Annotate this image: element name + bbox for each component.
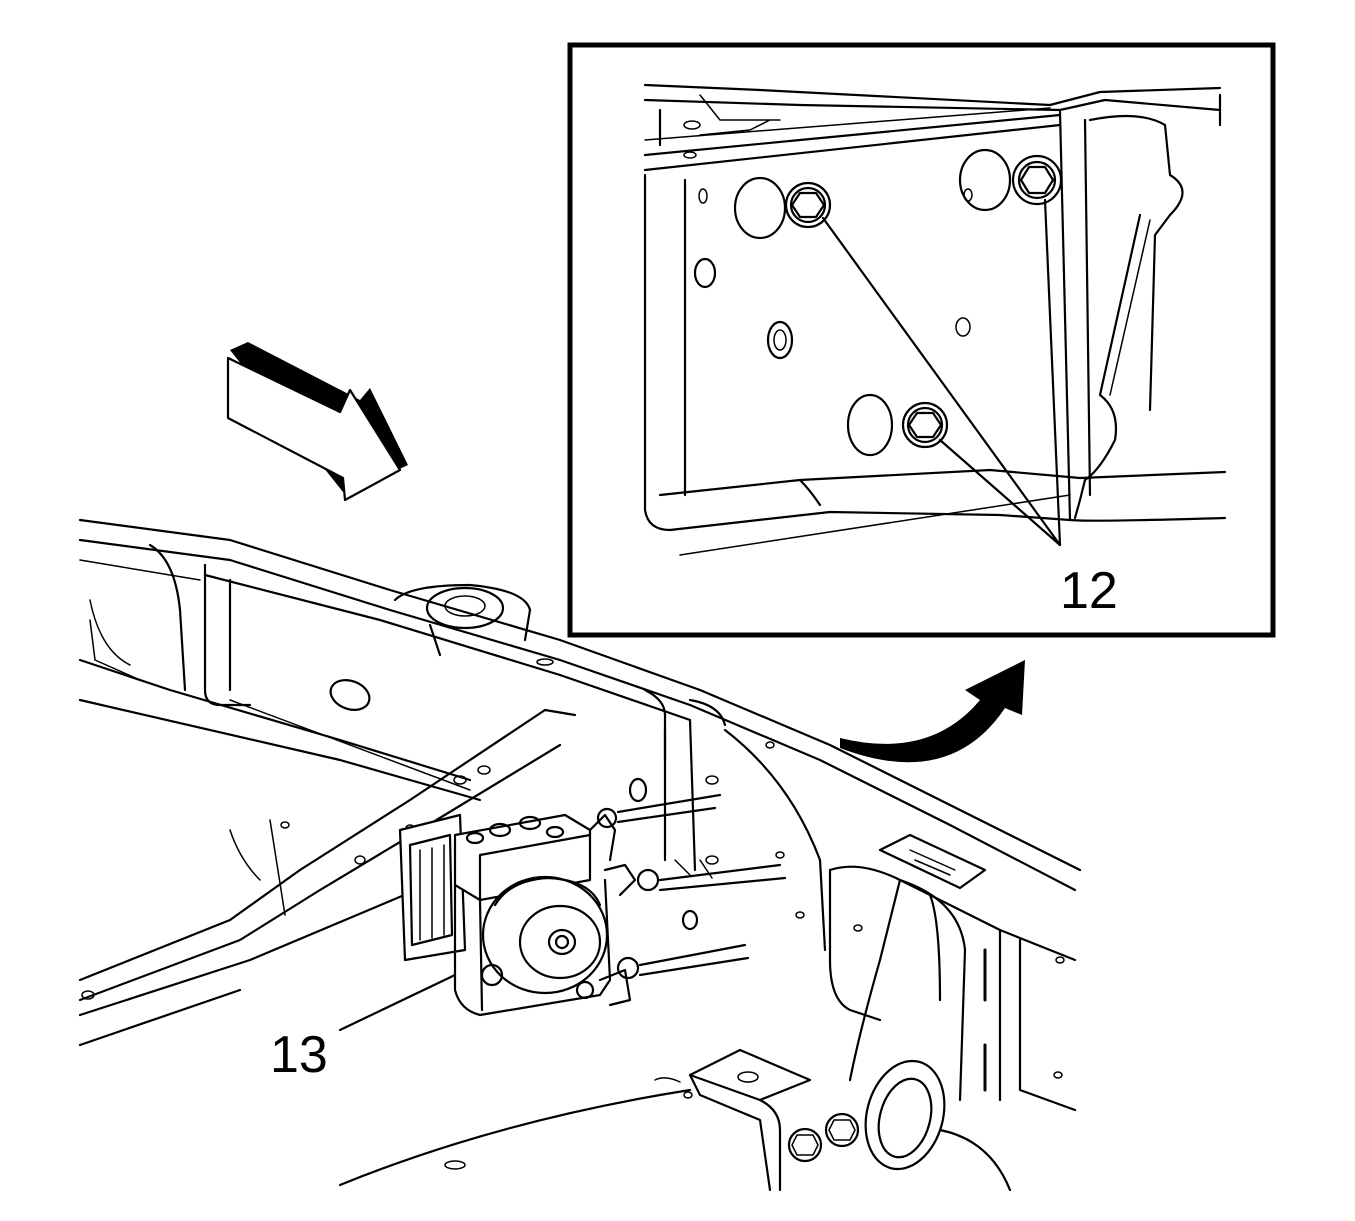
abs-module xyxy=(398,777,787,1017)
callout-13: 13 xyxy=(270,1026,328,1084)
leader-lines-12 xyxy=(821,198,1062,547)
callout-12: 12 xyxy=(1060,562,1118,620)
leader-line-13 xyxy=(338,973,457,1032)
detail-inset xyxy=(567,42,1276,638)
inset-pointer-arrow xyxy=(840,660,1025,763)
direction-arrow xyxy=(226,342,408,502)
frame-illustration xyxy=(78,342,1082,1192)
